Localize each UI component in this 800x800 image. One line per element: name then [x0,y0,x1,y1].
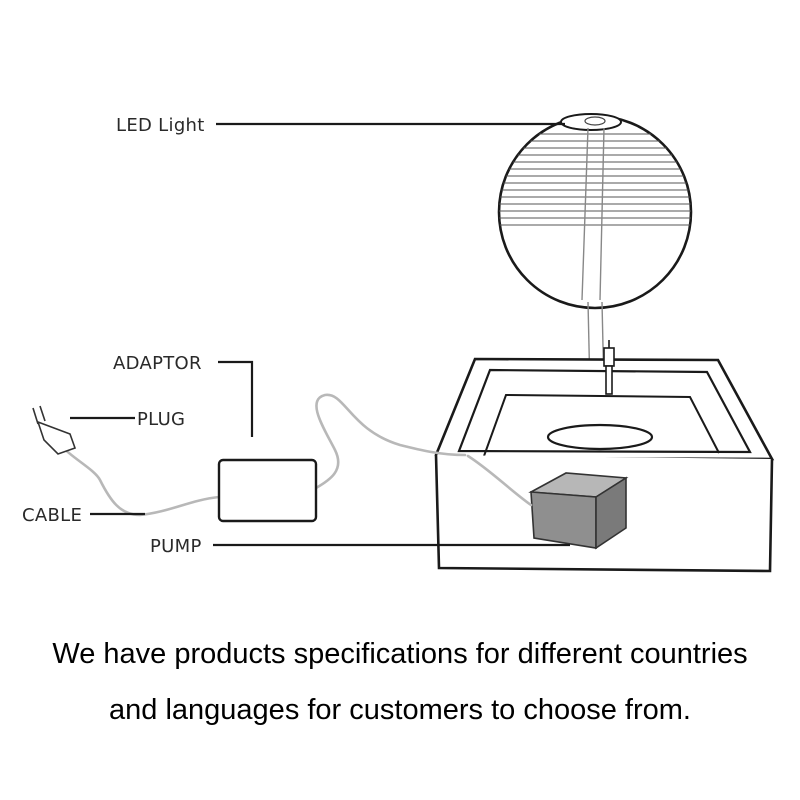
nozzle [603,340,615,395]
caption-line-1: We have products specifications for diff… [52,638,748,670]
leader-lines [70,122,570,547]
power-cable [58,393,533,517]
label-adaptor: ADAPTOR [113,353,202,374]
adaptor-box [217,458,318,523]
plug [32,405,77,455]
label-led-light: LED Light [116,115,205,136]
label-plug: PLUG [137,409,185,430]
pump-box [528,472,629,550]
label-pump: PUMP [150,536,202,557]
caption-line-2: and languages for customers to choose fr… [109,694,691,726]
globe-sphere [497,113,693,310]
label-cable: CABLE [22,505,82,526]
